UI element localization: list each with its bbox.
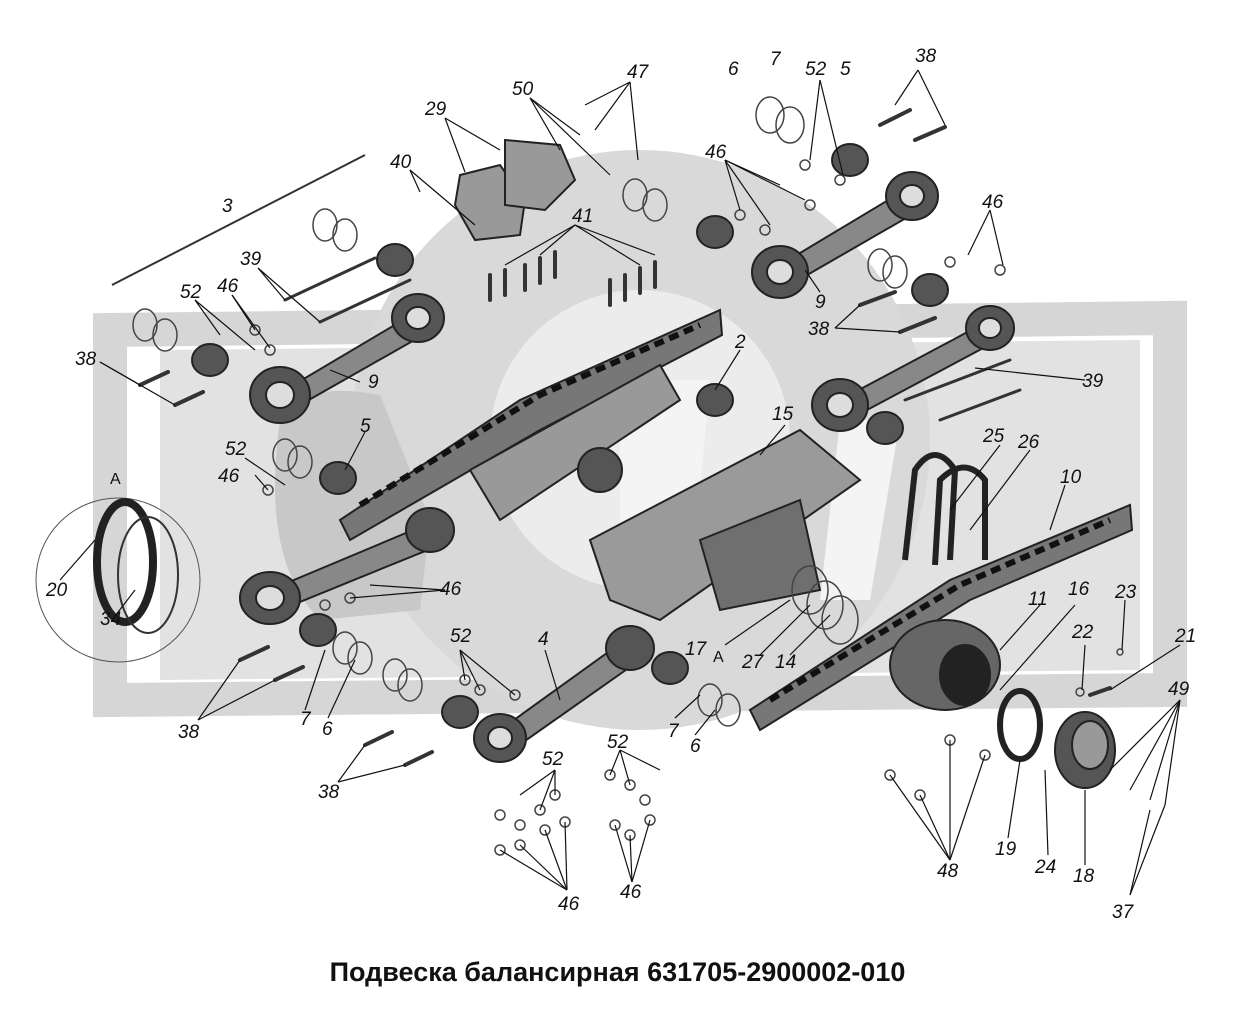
callout-52-mid: 52: [225, 439, 247, 460]
bracket-29: [453, 138, 577, 242]
link-arm-upper-left: [249, 293, 445, 424]
link-arm-upper-right: [751, 171, 939, 299]
callout-4: 4: [538, 629, 549, 650]
callout-labels: 3 29 40 50 47 6 7 52 5 38 46 41 46 39 52…: [45, 46, 1196, 923]
rod-3: [111, 154, 366, 286]
view-label-a: А: [110, 471, 121, 488]
leader-lines: [59, 69, 1181, 896]
callout-5-left: 5: [360, 416, 371, 437]
callout-17: 17: [685, 639, 708, 660]
callout-38-right: 38: [808, 319, 830, 340]
callout-40: 40: [390, 152, 412, 173]
callout-6-right: 6: [690, 736, 701, 757]
callout-52-bottom-b: 52: [607, 732, 629, 753]
callout-9-left: 9: [368, 372, 379, 393]
callout-49: 49: [1168, 679, 1190, 700]
detail-view-a: [35, 497, 201, 663]
callout-21: 21: [1174, 626, 1196, 647]
callout-6-top: 6: [728, 59, 739, 80]
link-arm-4: [473, 625, 655, 763]
callout-41: 41: [572, 206, 593, 227]
callout-14: 14: [775, 652, 796, 673]
callout-22: 22: [1071, 622, 1094, 643]
callout-7-lower: 7: [300, 709, 312, 730]
callout-46-lower: 46: [440, 579, 462, 600]
callout-29: 29: [424, 99, 447, 120]
callout-34: 34: [100, 609, 121, 630]
hub-cover: [1054, 711, 1116, 789]
rubber-bushings: [191, 143, 949, 729]
link-arm-middle-right: [811, 305, 1015, 432]
callout-38-top: 38: [915, 46, 937, 67]
callout-9-right: 9: [815, 292, 826, 313]
callout-5-top: 5: [840, 59, 851, 80]
callout-15: 15: [772, 404, 794, 425]
callout-10: 10: [1060, 467, 1082, 488]
exploded-diagram: 3 29 40 50 47 6 7 52 5 38 46 41 46 39 52…: [35, 46, 1196, 923]
u-bolts: [902, 452, 988, 566]
callout-46-upper-right: 46: [982, 192, 1004, 213]
callout-38-lower: 38: [178, 722, 200, 743]
callout-11: 11: [1028, 589, 1048, 610]
bolts: [138, 108, 1112, 767]
callout-46-bottom-b: 46: [620, 882, 642, 903]
callout-39-right: 39: [1082, 371, 1104, 392]
callout-24: 24: [1034, 857, 1056, 878]
callout-27: 27: [741, 652, 765, 673]
callout-52-left: 52: [180, 282, 202, 303]
callout-7-right: 7: [668, 721, 680, 742]
link-arm-lower-left: [239, 507, 455, 625]
callout-2: 2: [734, 332, 746, 353]
callout-26: 26: [1017, 432, 1040, 453]
callout-47: 47: [627, 62, 650, 83]
callout-16: 16: [1068, 579, 1090, 600]
callout-46-bottom-a: 46: [558, 894, 580, 915]
callout-6-lower: 6: [322, 719, 333, 740]
callout-25: 25: [982, 426, 1005, 447]
hub: [889, 619, 1001, 711]
callout-38-left: 38: [75, 349, 97, 370]
callout-39-left: 39: [240, 249, 262, 270]
callout-46-mid: 46: [218, 466, 240, 487]
washers: [249, 159, 1124, 856]
section-marker-a: A: [713, 649, 724, 666]
diagram-title: Подвеска балансирная 631705-2900002-010: [329, 957, 906, 987]
callout-7-top: 7: [770, 49, 782, 70]
split-rings: [132, 96, 908, 727]
callout-50: 50: [512, 79, 534, 100]
callout-3: 3: [222, 196, 233, 217]
leaf-spring-left: [338, 308, 724, 542]
callout-20: 20: [45, 580, 68, 601]
callout-52-top: 52: [805, 59, 827, 80]
callout-48: 48: [937, 861, 959, 882]
callout-19: 19: [995, 839, 1017, 860]
callout-46-left: 46: [217, 276, 239, 297]
callout-38-bottom: 38: [318, 782, 340, 803]
ring-19: [997, 688, 1043, 762]
callout-18: 18: [1073, 866, 1095, 887]
callout-52-lower: 52: [450, 626, 472, 647]
leaf-spring-right: [748, 503, 1134, 732]
callout-37: 37: [1112, 902, 1135, 923]
balancer-frame: [468, 363, 862, 622]
callout-52-bottom-a: 52: [542, 749, 564, 770]
callout-23: 23: [1114, 582, 1137, 603]
callout-46-top: 46: [705, 142, 727, 163]
